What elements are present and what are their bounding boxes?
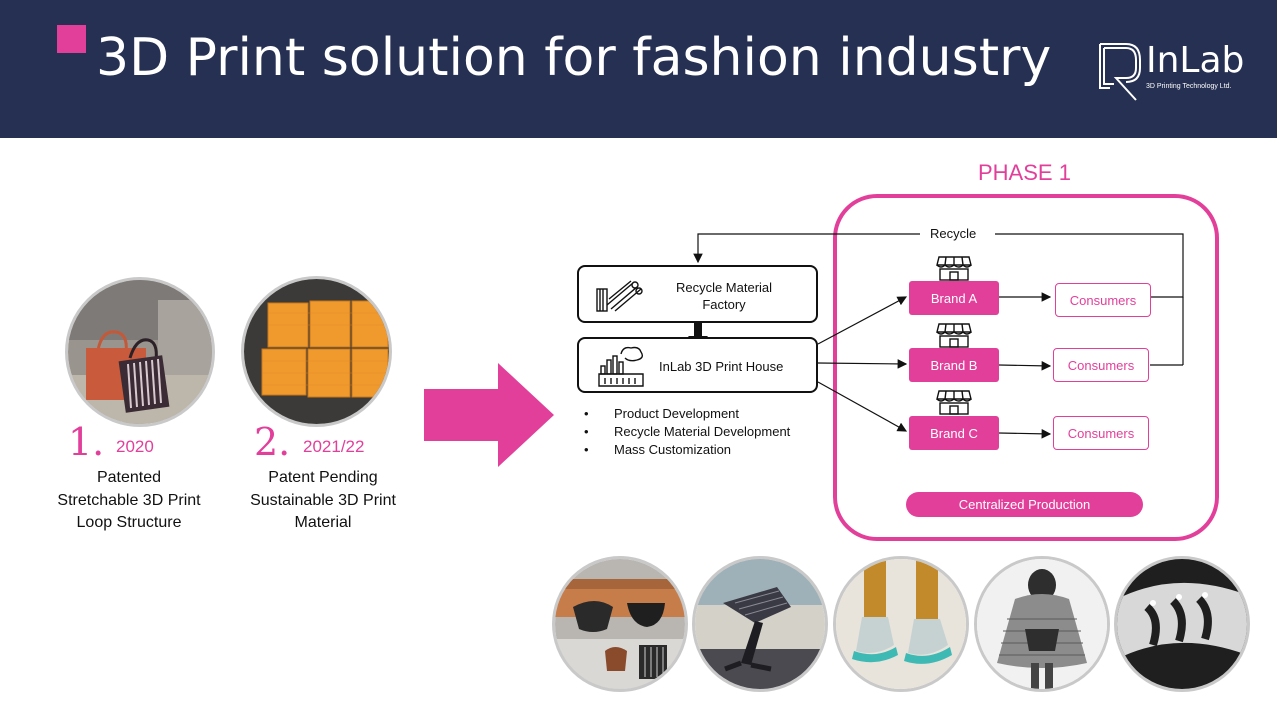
milestone-2-year: 2021/22 [303, 437, 365, 456]
print-house-label: InLab 3D Print House [659, 359, 784, 374]
inlab-logo-mark-icon [1099, 43, 1141, 101]
logo-wordmark: InLab [1146, 40, 1245, 81]
caption-line: Stretchable 3D Print [57, 491, 201, 509]
milestone-2-caption: Patent Pending Sustainable 3D Print Mate… [223, 467, 423, 535]
caption-line: Patent Pending [268, 469, 378, 486]
material-tiles-photo [241, 276, 392, 427]
factory-icon [598, 346, 644, 387]
print-house-node: InLab 3D Print House [577, 337, 818, 393]
caption-line: Patented [96, 469, 162, 486]
milestone-1-number: 1. [68, 420, 105, 464]
consumers-b-box: Consumers [1053, 348, 1149, 382]
milestone-1-year: 2020 [116, 437, 154, 456]
consumers-a-box: Consumers [1055, 283, 1151, 317]
hoodie-photo [974, 556, 1110, 692]
brand-a-box: Brand A [909, 281, 999, 315]
factory-label-line: Recycle Material [675, 280, 773, 295]
recycle-label: Recycle [926, 226, 981, 241]
accent-square [57, 25, 86, 53]
inlab-logo: InLab 3D Printing Technology Ltd. [1096, 36, 1256, 106]
milestone-1-caption: Patented Stretchable 3D Print Loop Struc… [29, 467, 229, 535]
bags-display-photo [552, 556, 688, 692]
stool-photo [692, 556, 828, 692]
brand-b-box: Brand B [909, 348, 999, 382]
storefront-icon [936, 256, 972, 281]
printed-detail-photo [1114, 556, 1250, 692]
list-item: Recycle Material Development [584, 423, 790, 441]
arrow-right-icon [424, 363, 554, 467]
capabilities-list: Product Development Recycle Material Dev… [584, 405, 790, 459]
list-item: Mass Customization [584, 441, 790, 459]
page-title: 3D Print solution for fashion industry [96, 28, 1052, 88]
list-item: Product Development [584, 405, 790, 423]
recycle-machine-icon [596, 280, 643, 312]
brand-c-box: Brand C [909, 416, 999, 450]
storefront-icon [936, 390, 972, 415]
storefront-icon [936, 323, 972, 348]
factory-label-line: Factory [702, 297, 746, 312]
consumers-c-box: Consumers [1053, 416, 1149, 450]
shoes-photo [833, 556, 969, 692]
caption-line: Sustainable 3D Print [250, 491, 396, 509]
recycle-factory-node: Recycle Material Factory [577, 265, 818, 323]
logo-tagline: 3D Printing Technology Ltd. [1146, 83, 1232, 90]
header-banner: 3D Print solution for fashion industry I… [0, 0, 1277, 138]
centralized-production-badge: Centralized Production [906, 492, 1143, 517]
phase-1-frame [833, 194, 1219, 541]
milestone-2-number: 2. [254, 420, 291, 464]
caption-line: Loop Structure [76, 514, 182, 531]
caption-line: Material [294, 514, 352, 531]
phase-label: PHASE 1 [978, 160, 1071, 185]
